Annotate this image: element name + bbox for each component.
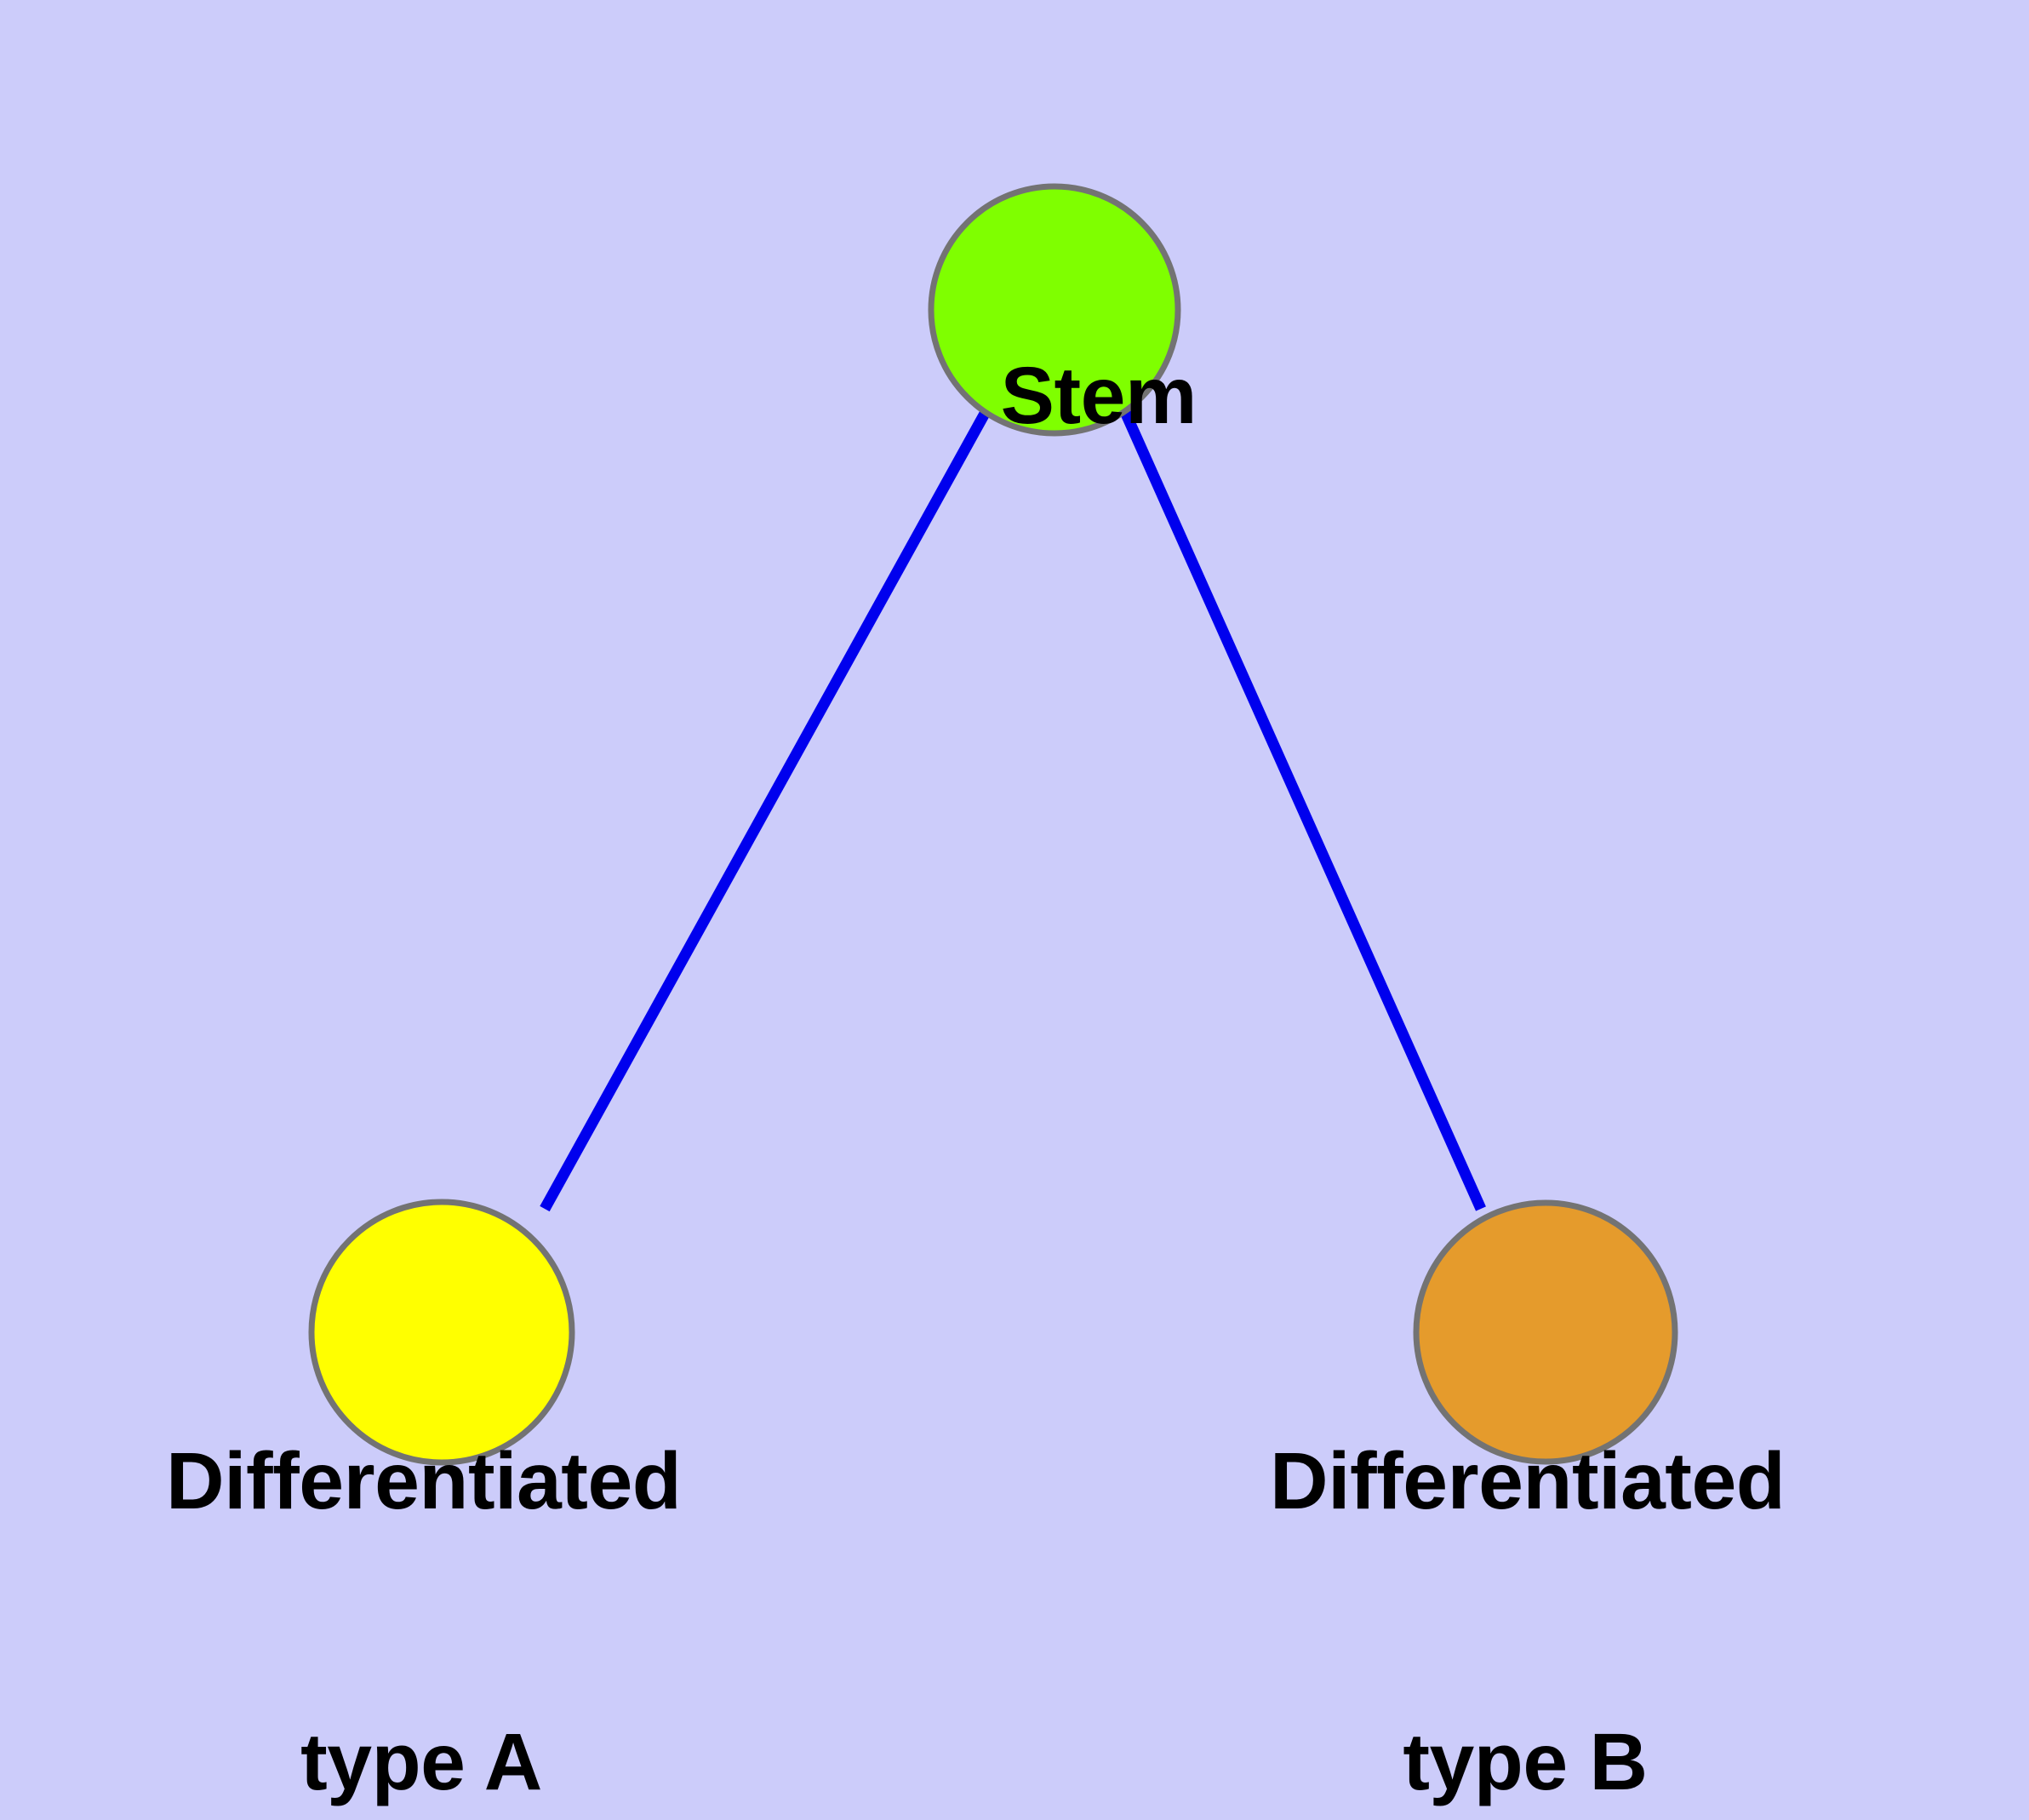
edge-stem-to-differentiated-type-b[interactable] [1120,409,1486,1211]
node-circle-differentiated-type-b[interactable] [1413,1199,1678,1465]
node-label-type-b-line1: Differentiated [1270,1436,1786,1526]
node-circle-differentiated-type-a[interactable] [308,1199,575,1466]
node-label-type-b-line2: type B [1403,1717,1648,1807]
node-label-stem: Stem [799,255,1310,536]
node-label-type-a-line1: Differentiated [166,1436,682,1526]
node-label-differentiated-type-a: Differentiated type A [166,1247,682,1820]
node-label-differentiated-type-b: Differentiated type B [1270,1247,1786,1820]
node-circle-stem[interactable] [928,183,1181,437]
edge-stem-to-differentiated-type-a[interactable] [540,409,991,1212]
node-label-type-a-line2: type A [300,1717,542,1807]
node-label-stem-line1: Stem [1000,351,1197,441]
